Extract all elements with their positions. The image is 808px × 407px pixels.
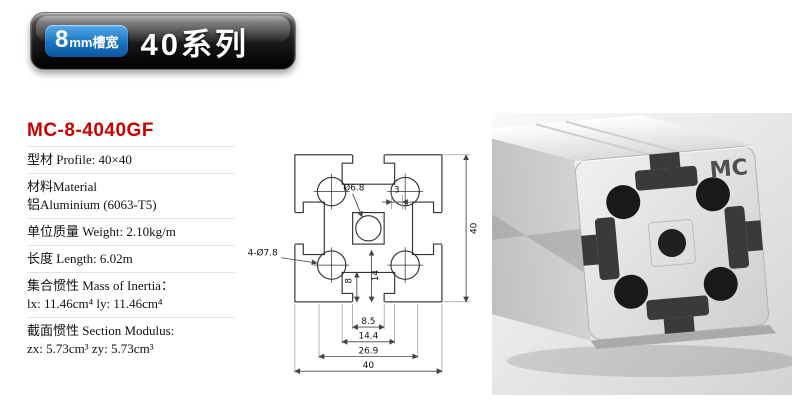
dim-label-height-40: 40 — [470, 222, 480, 234]
series-title: 40系列 — [140, 26, 249, 62]
spec-material: 材料Material 铝Aluminium (6063-T5) — [27, 173, 235, 218]
dim-label-8-5: 8.5 — [361, 317, 375, 327]
dim-label-width-40: 40 — [363, 361, 375, 371]
spec-inertia-label: 集合惯性 Mass of Inertia： — [27, 278, 174, 293]
spec-weight-text: 单位质量 Weight: 2.10kg/m — [27, 224, 176, 239]
badge-number: 8 — [55, 26, 69, 53]
dim-label-14: 14 — [371, 270, 381, 282]
brand-mark: MC — [709, 155, 749, 183]
profile-cross-section-drawing: 8.5 14.4 26.9 40 40 3 Ø6.8 4-Ø7.8 8 14 — [248, 153, 480, 375]
spec-length-text: 长度 Length: 6.02m — [27, 251, 133, 266]
spec-profile-text: 型材 Profile: 40×40 — [27, 152, 132, 167]
spec-inertia: 集合惯性 Mass of Inertia： lx: 11.46cm⁴ ly: 1… — [27, 272, 235, 317]
spec-modulus: 截面惯性 Section Modulus: zx: 5.73cm³ zy: 5.… — [27, 317, 235, 362]
spec-weight: 单位质量 Weight: 2.10kg/m — [27, 218, 235, 245]
dim-label-26-9: 26.9 — [358, 346, 378, 356]
aluminium-profile-render: MC — [461, 115, 777, 349]
dim-label-3: 3 — [394, 186, 400, 196]
product-photo-image: MC — [461, 113, 797, 395]
series-banner: 8 mm槽宽 40系列 — [30, 12, 296, 70]
dim-label-8: 8 — [345, 278, 355, 284]
spec-profile: 型材 Profile: 40×40 — [27, 146, 235, 173]
spec-modulus-label: 截面惯性 Section Modulus: — [27, 323, 175, 338]
spec-list: 型材 Profile: 40×40 材料Material 铝Aluminium … — [27, 146, 235, 362]
badge-suffix: mm槽宽 — [69, 35, 119, 50]
dim-label-corner-holes: 4-Ø7.8 — [248, 248, 278, 259]
photo-shadow — [507, 345, 797, 377]
spec-modulus-value: zx: 5.73cm³ zy: 5.73cm³ — [27, 341, 154, 356]
spec-material-value: 铝Aluminium (6063-T5) — [27, 197, 157, 212]
slot-width-badge: 8 mm槽宽 — [45, 25, 129, 57]
product-model: MC-8-4040GF — [27, 120, 154, 141]
spec-length: 长度 Length: 6.02m — [27, 245, 235, 272]
dim-label-14-4: 14.4 — [358, 332, 378, 342]
spec-material-label: 材料Material — [27, 179, 98, 194]
product-photo: MC — [461, 113, 797, 395]
dim-label-center-hole: Ø6.8 — [343, 183, 365, 194]
spec-inertia-value: lx: 11.46cm⁴ ly: 11.46cm⁴ — [27, 296, 163, 311]
